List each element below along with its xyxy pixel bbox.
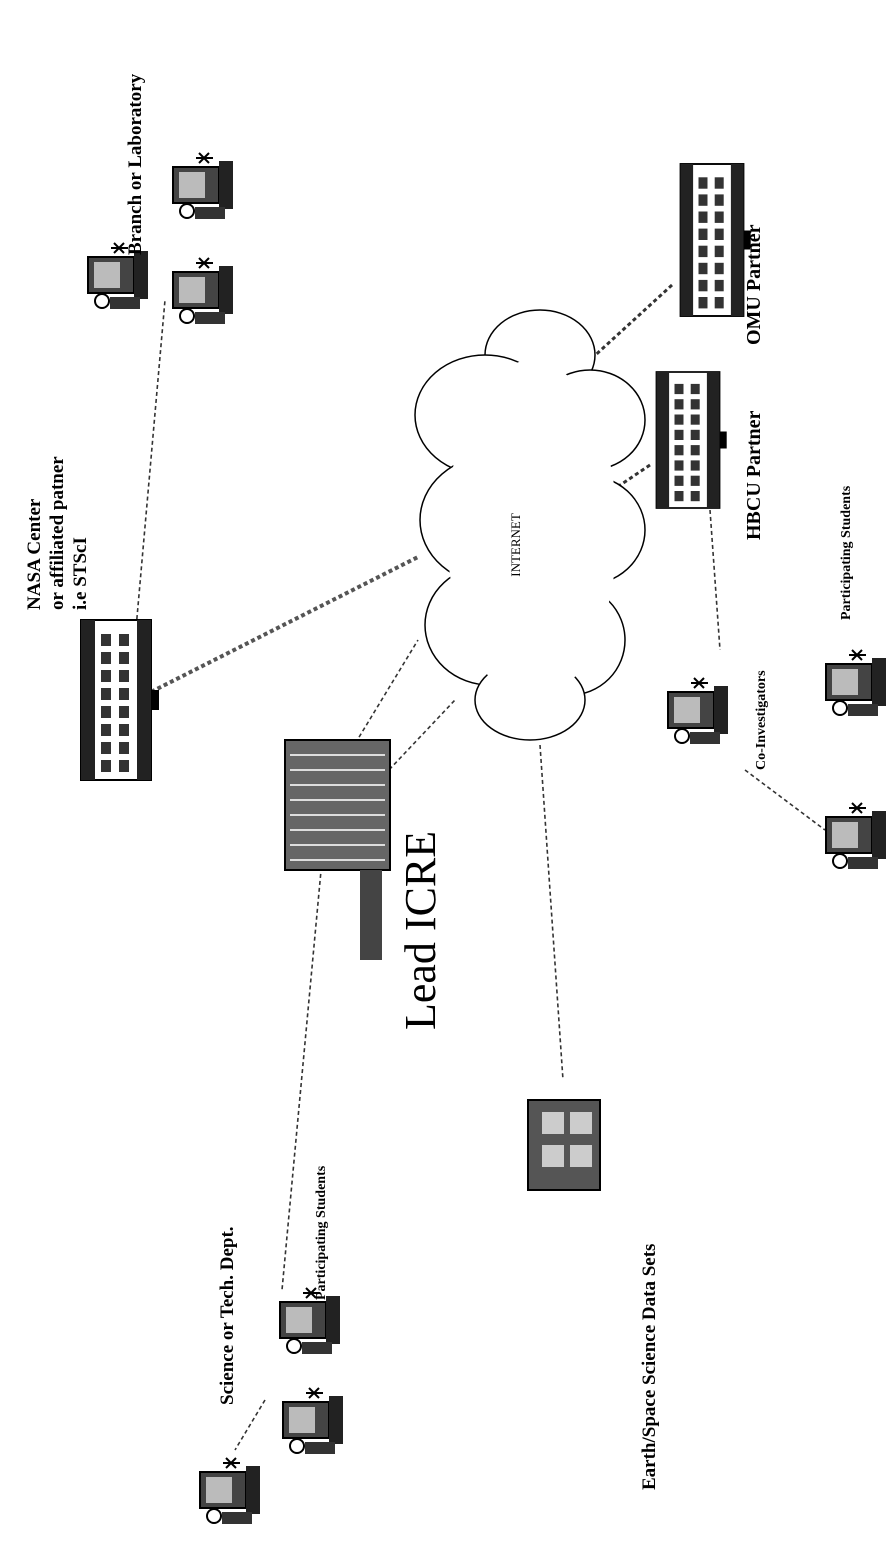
- co-investigators-label: Co-Investigators: [754, 670, 769, 770]
- participating-students-right-label: Participating Students: [839, 485, 854, 620]
- computer-workstation-icon: [283, 1388, 343, 1454]
- server-stack-icon: [528, 1100, 600, 1190]
- hbcu-partner-building-icon: [657, 372, 727, 508]
- participating-students-left-label: Participating Students: [314, 1165, 329, 1300]
- computer-workstation-icon: [200, 1458, 260, 1524]
- line-nasa-branch: [135, 300, 165, 640]
- nasa-center-label-line3: i.e STScI: [70, 537, 91, 610]
- nasa-center-label-line2: or affiliated patner: [47, 456, 68, 610]
- line-hbcu-coinv: [710, 510, 720, 650]
- line-internet-datasets: [540, 745, 563, 1080]
- nasa-center-building-icon: [81, 620, 159, 780]
- computer-workstation-icon: [826, 650, 886, 716]
- data-sets-label: Earth/Space Science Data Sets: [639, 1244, 660, 1490]
- computer-workstation-icon: [668, 678, 728, 744]
- omu-partner-label: OMU Partner: [743, 224, 765, 345]
- skyscraper-icon: [285, 740, 390, 960]
- computer-workstation-icon: [173, 258, 233, 324]
- line-coinv-students: [745, 770, 825, 830]
- line-omu-internet: [590, 285, 672, 360]
- lead-icre-label: Lead ICRE: [396, 831, 445, 1030]
- omu-partner-building-icon: [681, 164, 751, 316]
- hbcu-partner-label: HBCU Partner: [743, 410, 765, 540]
- cloud-icon: [415, 310, 645, 740]
- computer-workstation-icon: [280, 1288, 340, 1354]
- line-dept-workstation: [235, 1400, 265, 1450]
- branch-label: Branch or Laboratory: [125, 73, 146, 255]
- nasa-center-label-line1: NASA Center: [24, 498, 45, 610]
- computer-workstation-icon: [173, 153, 233, 219]
- line-nasa-internet: [145, 557, 418, 695]
- internet-label: INTERNET: [508, 513, 523, 577]
- science-dept-label: Science or Tech. Dept.: [217, 1226, 238, 1405]
- computer-workstation-icon: [826, 803, 886, 869]
